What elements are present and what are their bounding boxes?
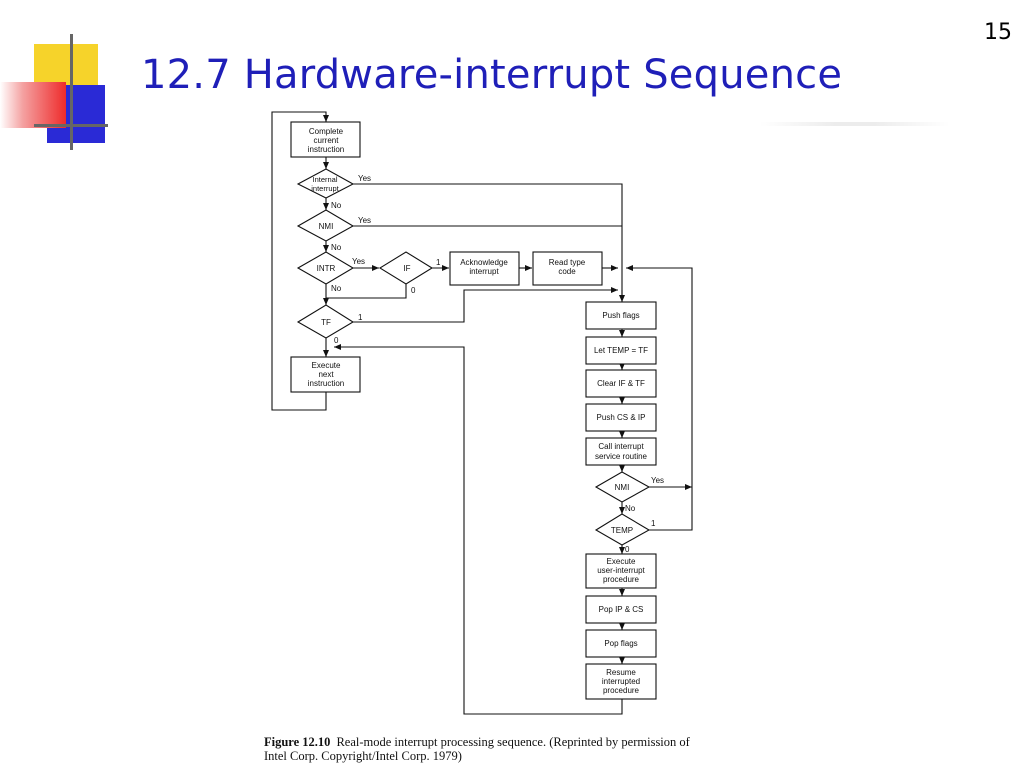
box-call-isr bbox=[585, 437, 657, 466]
box-complete-current-instruction bbox=[290, 121, 361, 158]
text-pop-flags: Pop flags bbox=[604, 639, 637, 648]
diamond-nmi-bottom bbox=[594, 471, 651, 503]
text-resume-3: procedure bbox=[603, 686, 640, 695]
text-tf: TF bbox=[321, 318, 331, 327]
label-internal-yes: Yes bbox=[358, 174, 371, 183]
diamond-if bbox=[378, 251, 434, 285]
text-push-flags: Push flags bbox=[602, 311, 639, 320]
label-nmi-bottom-no: No bbox=[625, 504, 636, 513]
label-temp-zero: 0 bbox=[625, 545, 630, 554]
box-pop-flags bbox=[585, 629, 657, 658]
figure-number: Figure 12.10 bbox=[264, 735, 331, 749]
text-call-isr-1: Call interrupt bbox=[598, 442, 644, 451]
text-ack-2: interrupt bbox=[469, 267, 499, 276]
box-push-cs-ip bbox=[585, 403, 657, 432]
title-rule bbox=[760, 122, 950, 126]
page-number: 15 bbox=[984, 20, 1012, 45]
text-call-isr-2: service routine bbox=[595, 452, 648, 461]
text-if: IF bbox=[403, 264, 410, 273]
text-nmi-top: NMI bbox=[319, 222, 334, 231]
flow-connectors bbox=[271, 111, 693, 715]
box-execute-user-interrupt bbox=[585, 553, 657, 589]
label-nmi-no: No bbox=[331, 243, 342, 252]
text-nmi-bottom: NMI bbox=[615, 483, 630, 492]
decoration-vertical-line bbox=[70, 34, 73, 150]
text-resume-1: Resume bbox=[606, 668, 636, 677]
text-let-temp: Let TEMP = TF bbox=[594, 346, 648, 355]
box-push-flags bbox=[585, 301, 657, 330]
slide-title: 12.7 Hardware-interrupt Sequence bbox=[141, 52, 843, 98]
text-internal-1: Internal bbox=[312, 175, 337, 184]
connector-if-zero bbox=[326, 284, 407, 299]
diamond-temp bbox=[594, 513, 651, 546]
box-execute-next-instruction bbox=[290, 356, 361, 393]
diamond-nmi-top bbox=[296, 209, 355, 242]
label-intr-yes: Yes bbox=[352, 257, 365, 266]
label-if-zero: 0 bbox=[411, 286, 416, 295]
label-if-one: 1 bbox=[436, 258, 441, 267]
label-intr-no: No bbox=[331, 284, 342, 293]
text-execute-user-1: Execute bbox=[607, 557, 636, 566]
text-execute-user-2: user-interrupt bbox=[597, 566, 645, 575]
box-pop-ip-cs bbox=[585, 595, 657, 624]
box-clear-if-tf bbox=[585, 369, 657, 398]
decoration-red-bar bbox=[0, 82, 66, 128]
label-nmi-bottom-yes: Yes bbox=[651, 476, 664, 485]
text-push-cs-ip: Push CS & IP bbox=[597, 413, 646, 422]
text-intr: INTR bbox=[317, 264, 336, 273]
connector-internal-yes bbox=[353, 183, 623, 298]
box-acknowledge-interrupt bbox=[449, 251, 520, 286]
text-complete-3: instruction bbox=[308, 145, 344, 154]
label-internal-no: No bbox=[331, 201, 342, 210]
text-pop-ip-cs: Pop IP & CS bbox=[599, 605, 644, 614]
text-clear-if-tf: Clear IF & TF bbox=[597, 379, 645, 388]
text-read-2: code bbox=[558, 267, 576, 276]
text-complete-1: Complete bbox=[309, 127, 344, 136]
connector-loop-left bbox=[271, 111, 329, 411]
figure-caption-text: Real-mode interrupt processing sequence.… bbox=[264, 735, 690, 763]
diamond-tf bbox=[296, 304, 355, 339]
connector-temp-one-loop bbox=[626, 265, 693, 531]
label-temp-one: 1 bbox=[651, 519, 656, 528]
text-temp: TEMP bbox=[611, 526, 633, 535]
label-nmi-yes: Yes bbox=[358, 216, 371, 225]
label-tf-one: 1 bbox=[358, 313, 363, 322]
diamond-intr bbox=[296, 251, 355, 285]
text-complete-2: current bbox=[314, 136, 340, 145]
text-execute-next-3: instruction bbox=[308, 379, 344, 388]
text-read-1: Read type bbox=[549, 258, 586, 267]
text-execute-user-3: procedure bbox=[603, 575, 640, 584]
text-internal-2: interrupt bbox=[311, 184, 339, 193]
box-resume bbox=[585, 663, 657, 700]
box-let-temp-tf bbox=[585, 336, 657, 365]
text-execute-next-2: next bbox=[318, 370, 334, 379]
connector-resume-return bbox=[334, 344, 623, 715]
connector-tf-one bbox=[353, 287, 618, 323]
decoration-horizontal-line bbox=[34, 124, 108, 127]
box-read-type-code bbox=[532, 251, 603, 286]
text-resume-2: interrupted bbox=[602, 677, 640, 686]
label-tf-zero: 0 bbox=[334, 336, 339, 345]
text-ack-1: Acknowledge bbox=[460, 258, 508, 267]
text-execute-next-1: Execute bbox=[312, 361, 341, 370]
diamond-internal-interrupt bbox=[296, 168, 355, 199]
